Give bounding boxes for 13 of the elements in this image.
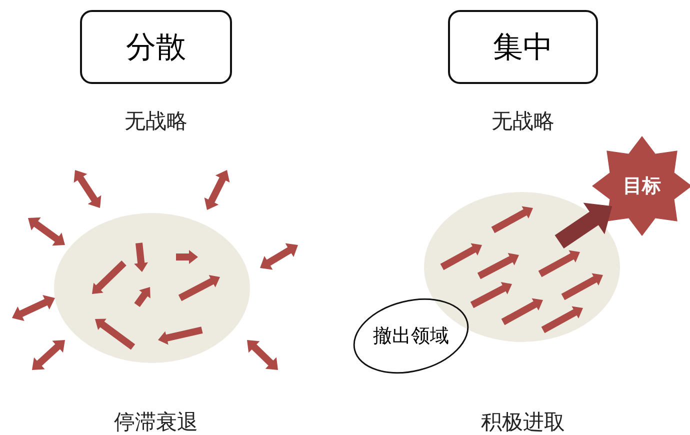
- caption-text: 停滞衰退: [114, 409, 198, 435]
- title-box: [448, 10, 598, 84]
- oval-label: 撤出领域: [373, 324, 449, 349]
- heading-text: 集中: [493, 28, 553, 66]
- target-star: [592, 136, 690, 236]
- star-label: 目标: [623, 174, 661, 199]
- caption-text: 积极进取: [481, 409, 565, 435]
- title-box: [80, 10, 232, 84]
- area-ellipse: [54, 213, 250, 363]
- caption-text: 无战略: [492, 108, 554, 135]
- heading-text: 分散: [126, 28, 186, 66]
- caption-text: 无战略: [124, 108, 188, 135]
- arrow: [554, 202, 612, 248]
